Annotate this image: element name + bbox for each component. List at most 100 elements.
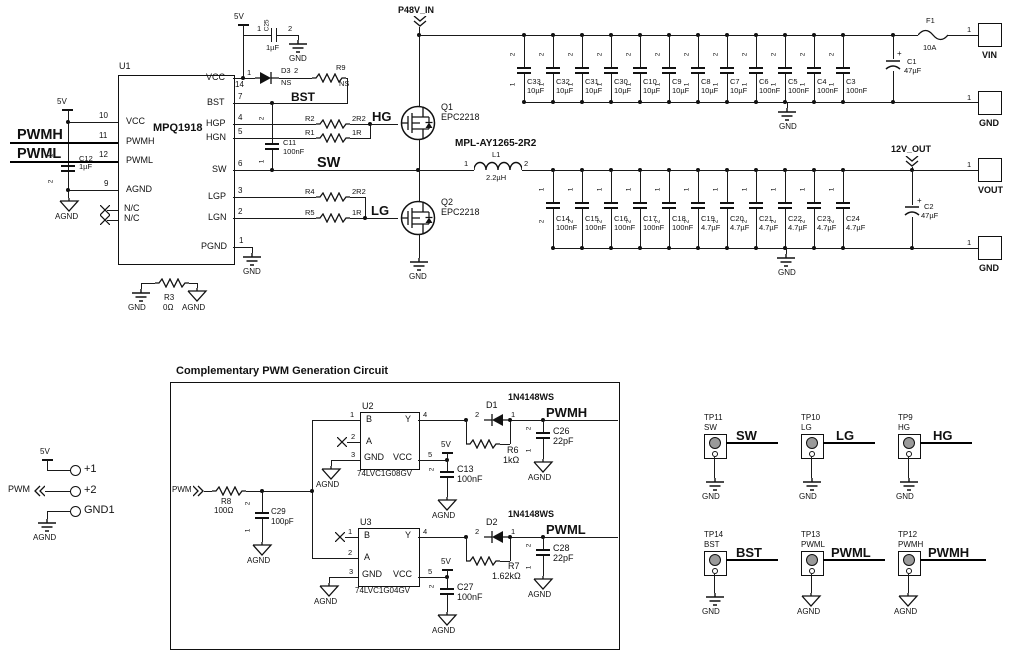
wire (893, 71, 895, 102)
u1-pinno-14: 14 (235, 80, 244, 89)
cap-val: 100nF (788, 86, 810, 95)
capacitor-plate (604, 202, 618, 204)
q1-ref: Q1 (441, 102, 454, 112)
cap-val: 10µF (643, 86, 661, 95)
gnd-label: GND (778, 268, 796, 277)
cap-pin1: 1 (538, 187, 546, 192)
gnd-label: GND (243, 267, 261, 276)
capacitor: 1 2 C20 4.7µF (712, 168, 749, 250)
wire (843, 170, 845, 202)
wire (107, 220, 118, 222)
agnd-label: AGND (55, 212, 79, 221)
wire (543, 556, 545, 576)
agnd-symbol (186, 288, 208, 302)
cap-ref: C16 (614, 214, 628, 223)
tp10-ref: TP10 (801, 413, 821, 422)
u3-part: 74LVC1G04GV (355, 586, 410, 595)
agnd-symbol (320, 466, 342, 480)
agnd-label: AGND (528, 590, 552, 599)
wire (814, 209, 816, 248)
d2-part: 1N4148WS (508, 509, 555, 519)
wire (756, 35, 758, 67)
connector-gnd1-label: GND1 (84, 504, 115, 516)
c1-val: 47µF (904, 66, 922, 75)
5v-rail-bar (238, 24, 249, 26)
gnd-symbol (898, 478, 920, 492)
wire (419, 27, 421, 35)
u2-pinno-3: 3 (351, 450, 356, 459)
agnd-label: AGND (316, 480, 340, 489)
gnd-label: GND (799, 492, 817, 501)
cap-ref: C17 (643, 214, 657, 223)
u1-pinno-11: 11 (99, 131, 108, 140)
u1-pinno-7: 7 (238, 92, 243, 101)
cap-val: 100nF (614, 223, 636, 232)
wire (419, 139, 421, 170)
wire (466, 537, 468, 561)
agnd-label: AGND (33, 533, 57, 542)
wire (350, 197, 365, 199)
junction-dot (667, 246, 671, 250)
agnd-label: AGND (314, 597, 338, 606)
cap-pin1: 1 (828, 82, 836, 87)
cap-pin2: 2 (538, 219, 546, 224)
lg-wire (823, 442, 875, 444)
tp14-ref: TP14 (704, 530, 724, 539)
pwm-net-label: PWM (8, 484, 30, 494)
wire (524, 35, 526, 67)
junction-dot (363, 216, 367, 220)
hg-net-label: HG (933, 428, 953, 443)
c26-pin2: 2 (525, 426, 533, 431)
junction-dot (754, 100, 758, 104)
cap-ref: C6 (759, 77, 769, 86)
capacitor-plate (575, 207, 589, 209)
junction-dot (783, 100, 787, 104)
junction-dot (270, 168, 274, 172)
u1-ref: U1 (119, 61, 131, 71)
tp14-net-small: BST (704, 540, 720, 549)
d2-pin2: 2 (475, 527, 480, 536)
wire (714, 574, 716, 593)
wire (843, 209, 845, 248)
r3-val: 0Ω (163, 303, 174, 312)
wire (756, 209, 758, 248)
pwml-net-label: PWML (17, 146, 62, 162)
l1-part: MPL-AY1265-2R2 (455, 138, 537, 149)
gnd-label: GND (702, 607, 720, 616)
capacitor-plate (633, 207, 647, 209)
wire (582, 35, 584, 67)
wire (786, 248, 788, 254)
wire (272, 150, 274, 170)
cap-ref: C3 (846, 77, 856, 86)
gnd-label: GND (896, 492, 914, 501)
wire (233, 124, 316, 126)
u2-pin-vcc: VCC (393, 452, 413, 462)
agnd-label: AGND (432, 626, 456, 635)
cap-pin2: 2 (712, 52, 720, 57)
capacitor: 1 2 C19 4.7µF (683, 168, 720, 250)
u2-part: 74LVC1G08GV (357, 469, 412, 478)
capacitor-plate (836, 67, 850, 69)
agnd-symbol (436, 497, 458, 511)
wire (243, 25, 245, 78)
wire (419, 234, 421, 258)
capacitor: 2 1 C33 10µF (509, 33, 544, 104)
agnd-symbol (436, 612, 458, 626)
tp12-pad-circle (903, 554, 915, 566)
cap-pin2: 2 (741, 52, 749, 57)
l1-ref: L1 (492, 150, 501, 159)
wire (277, 35, 298, 37)
wire (68, 110, 70, 198)
u1-pinno-9: 9 (104, 179, 109, 188)
wire (47, 511, 49, 519)
c13-plate (440, 471, 454, 473)
capacitor-plate (720, 202, 734, 204)
u2-pin-gnd: GND (364, 452, 384, 462)
cap-ref: C15 (585, 214, 599, 223)
d1-part: 1N4148WS (508, 392, 555, 402)
agnd-label: AGND (528, 473, 552, 482)
wire (553, 74, 555, 102)
cap-pin2: 2 (828, 52, 836, 57)
capacitor-plate (575, 67, 589, 69)
wire (553, 170, 555, 202)
